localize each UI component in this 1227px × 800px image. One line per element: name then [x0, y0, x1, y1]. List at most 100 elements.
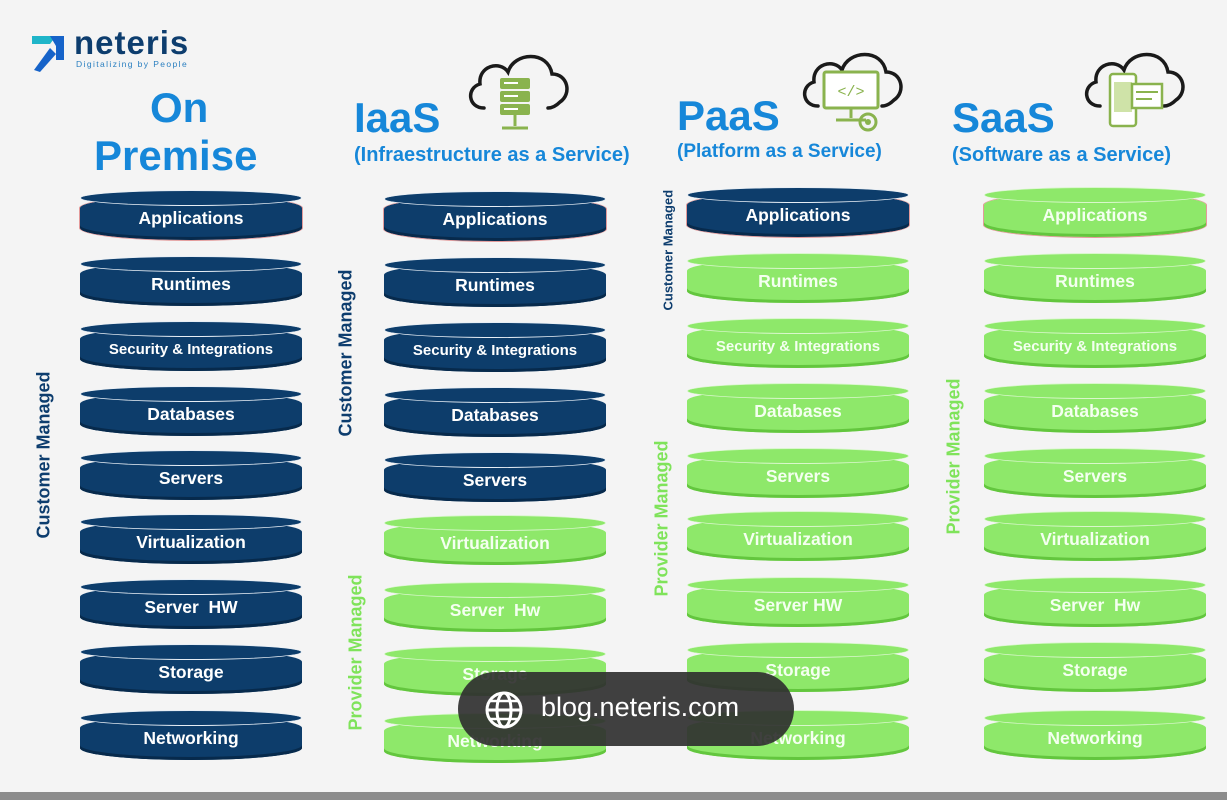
layer-label: Runtimes [151, 274, 231, 294]
layer-label: Virtualization [440, 533, 550, 553]
layer-storage: Storage [984, 642, 1206, 698]
website-badge[interactable]: blog.neteris.com [458, 672, 794, 746]
layer-servers: Servers [984, 448, 1206, 504]
cylinder-top [984, 448, 1206, 464]
layer-security-integrations: Security & Integrations [687, 318, 909, 374]
cylinder-top [384, 387, 606, 403]
layer-label: Server Hw [449, 600, 541, 620]
layer-runtimes: Runtimes [80, 256, 302, 312]
layer-security-integrations: Security & Integrations [984, 318, 1206, 374]
cylinder-top [384, 452, 606, 468]
cloud-server-icon [469, 54, 569, 130]
logo-wordmark: neteris [74, 24, 190, 61]
cylinder-top [80, 321, 302, 337]
neteris-logo: neteris Digitalizing by People [30, 24, 230, 76]
cylinder-top [687, 318, 909, 334]
layer-servers: Servers [384, 452, 606, 508]
layer-label: Virtualization [743, 529, 853, 549]
layer-applications: Applications [983, 187, 1207, 243]
saas-provider-managed-label: Provider Managed [943, 378, 964, 535]
cylinder-top [984, 710, 1206, 726]
layer-virtualization: Virtualization [80, 514, 302, 570]
cylinder-top [80, 256, 302, 272]
layer-server-hw: Server Hw [984, 577, 1206, 633]
cylinder-top [80, 190, 302, 206]
layer-server-hw: Server Hw [384, 582, 606, 638]
layer-databases: Databases [384, 387, 606, 443]
cylinder-top [687, 253, 909, 269]
layer-runtimes: Runtimes [687, 253, 909, 309]
cylinder-top [384, 191, 606, 207]
cloud-code-icon: </> [803, 52, 903, 132]
layer-virtualization: Virtualization [984, 511, 1206, 567]
layer-servers: Servers [687, 448, 909, 504]
iaas-customer-managed-label: Customer Managed [335, 269, 356, 437]
layer-label: Applications [442, 209, 548, 229]
layer-label: Databases [1051, 401, 1139, 421]
cylinder-top [984, 642, 1206, 658]
cylinder-top [984, 187, 1206, 203]
layer-applications: Applications [383, 191, 607, 247]
layer-label: Servers [765, 466, 831, 486]
cylinder-top [384, 257, 606, 273]
layer-networking: Networking [984, 710, 1206, 766]
cylinder-top [687, 577, 909, 593]
cylinder-top [984, 253, 1206, 269]
logo-tagline: Digitalizing by People [76, 59, 189, 69]
layer-label: Servers [158, 468, 224, 488]
layer-server-hw: Server HW [687, 577, 909, 633]
layer-runtimes: Runtimes [384, 257, 606, 313]
cylinder-top [984, 511, 1206, 527]
layer-applications: Applications [79, 190, 303, 246]
bottom-edge-bar [0, 792, 1227, 800]
svg-text:</>: </> [837, 84, 864, 101]
globe-icon [485, 691, 523, 729]
paas-customer-managed-label: Customer Managed [660, 189, 676, 311]
layer-label: Server HW [144, 597, 238, 617]
layer-label: Runtimes [455, 275, 535, 295]
layer-label: Databases [754, 401, 842, 421]
cylinder-top [80, 514, 302, 530]
cloud-app-icon [1085, 52, 1185, 128]
saas-title: SaaS [952, 94, 1055, 141]
layer-networking: Networking [80, 710, 302, 766]
layer-label: Virtualization [136, 532, 246, 552]
cylinder-top [687, 187, 909, 203]
layer-label: Databases [147, 404, 235, 424]
cylinder-top [687, 642, 909, 658]
layer-label: Applications [745, 205, 851, 225]
layer-label: Storage [765, 660, 831, 680]
cylinder-top [80, 710, 302, 726]
iaas-subtitle: (Infraestructure as a Service) [354, 144, 630, 166]
cylinder-top [384, 322, 606, 338]
website-url: blog.neteris.com [541, 692, 740, 722]
layer-label: Virtualization [1040, 529, 1150, 549]
cylinder-top [80, 450, 302, 466]
cylinder-top [384, 515, 606, 531]
logo-mark-icon [32, 36, 64, 72]
layer-label: Storage [1062, 660, 1128, 680]
cylinder-top [984, 577, 1206, 593]
layer-databases: Databases [687, 383, 909, 439]
cylinder-top [80, 386, 302, 402]
layer-label: Security & Integrations [412, 342, 578, 359]
layer-servers: Servers [80, 450, 302, 506]
layer-virtualization: Virtualization [687, 511, 909, 567]
layer-virtualization: Virtualization [384, 515, 606, 571]
on-premise-title-line2: Premise [94, 132, 258, 179]
cylinder-top [984, 383, 1206, 399]
layer-security-integrations: Security & Integrations [80, 321, 302, 377]
cylinder-top [384, 646, 606, 662]
layer-label: Applications [138, 208, 244, 228]
layer-databases: Databases [80, 386, 302, 442]
paas-subtitle: (Platform as a Service) [677, 141, 882, 162]
layer-label: Servers [1062, 466, 1128, 486]
cylinder-top [687, 448, 909, 464]
layer-label: Server HW [753, 595, 843, 615]
layer-label: Security & Integrations [715, 338, 881, 355]
paas-title: PaaS [677, 92, 780, 139]
layer-label: Databases [451, 405, 539, 425]
layer-label: Runtimes [1055, 271, 1135, 291]
layer-label: Server Hw [1049, 595, 1141, 615]
layer-security-integrations: Security & Integrations [384, 322, 606, 378]
